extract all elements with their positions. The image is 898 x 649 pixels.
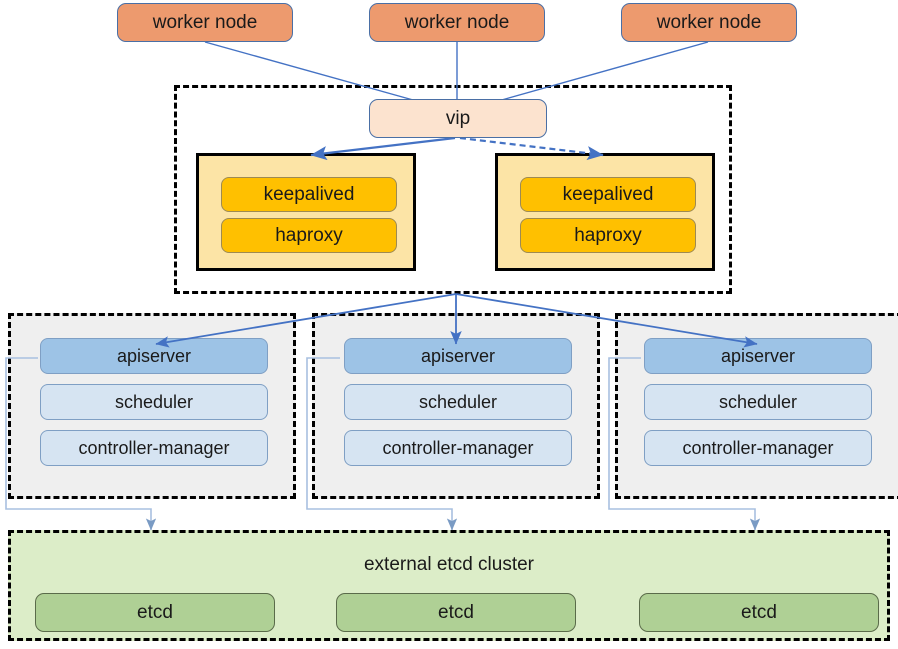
apiserver-2[interactable]: apiserver bbox=[344, 338, 572, 374]
controller-manager-2-label: controller-manager bbox=[382, 437, 534, 458]
etcd-node-3[interactable]: etcd bbox=[639, 593, 879, 632]
etcd-cluster-title: external etcd cluster bbox=[363, 554, 535, 575]
etcd-node-3-label: etcd bbox=[741, 601, 777, 623]
worker-node-3-label: worker node bbox=[656, 11, 762, 33]
haproxy-1[interactable]: haproxy bbox=[221, 218, 397, 253]
external-etcd-cluster: external etcd cluster etcd etcd etcd bbox=[8, 530, 890, 641]
scheduler-2-label: scheduler bbox=[418, 391, 498, 412]
etcd-node-1[interactable]: etcd bbox=[35, 593, 275, 632]
keepalived-2[interactable]: keepalived bbox=[520, 177, 696, 212]
controller-manager-2[interactable]: controller-manager bbox=[344, 430, 572, 466]
haproxy-1-label: haproxy bbox=[275, 224, 343, 246]
controller-manager-3[interactable]: controller-manager bbox=[644, 430, 872, 466]
control-plane-node-1: apiserver scheduler controller-manager bbox=[8, 313, 296, 499]
worker-node-3[interactable]: worker node bbox=[621, 3, 797, 42]
worker-node-2-label: worker node bbox=[404, 11, 510, 33]
control-plane-node-3: apiserver scheduler controller-manager bbox=[615, 313, 898, 499]
keepalived-1[interactable]: keepalived bbox=[221, 177, 397, 212]
control-plane-node-2: apiserver scheduler controller-manager bbox=[312, 313, 600, 499]
worker-node-2[interactable]: worker node bbox=[369, 3, 545, 42]
apiserver-2-label: apiserver bbox=[420, 345, 496, 366]
apiserver-3[interactable]: apiserver bbox=[644, 338, 872, 374]
worker-node-1-label: worker node bbox=[152, 11, 258, 33]
loadbalancer-node-1: keepalived haproxy bbox=[196, 153, 416, 271]
haproxy-2-label: haproxy bbox=[574, 224, 642, 246]
controller-manager-1-label: controller-manager bbox=[78, 437, 230, 458]
worker-node-1[interactable]: worker node bbox=[117, 3, 293, 42]
controller-manager-1[interactable]: controller-manager bbox=[40, 430, 268, 466]
vip-node[interactable]: vip bbox=[369, 99, 547, 138]
keepalived-1-label: keepalived bbox=[263, 183, 355, 205]
scheduler-2[interactable]: scheduler bbox=[344, 384, 572, 420]
controller-manager-3-label: controller-manager bbox=[682, 437, 834, 458]
etcd-node-2-label: etcd bbox=[438, 601, 474, 623]
scheduler-3[interactable]: scheduler bbox=[644, 384, 872, 420]
keepalived-2-label: keepalived bbox=[562, 183, 654, 205]
ha-loadbalancer-group bbox=[174, 85, 732, 294]
scheduler-1-label: scheduler bbox=[114, 391, 194, 412]
apiserver-3-label: apiserver bbox=[720, 345, 796, 366]
scheduler-3-label: scheduler bbox=[718, 391, 798, 412]
loadbalancer-node-2: keepalived haproxy bbox=[495, 153, 715, 271]
vip-label: vip bbox=[445, 107, 471, 129]
apiserver-1-label: apiserver bbox=[116, 345, 192, 366]
apiserver-1[interactable]: apiserver bbox=[40, 338, 268, 374]
etcd-node-2[interactable]: etcd bbox=[336, 593, 576, 632]
scheduler-1[interactable]: scheduler bbox=[40, 384, 268, 420]
etcd-node-1-label: etcd bbox=[137, 601, 173, 623]
haproxy-2[interactable]: haproxy bbox=[520, 218, 696, 253]
